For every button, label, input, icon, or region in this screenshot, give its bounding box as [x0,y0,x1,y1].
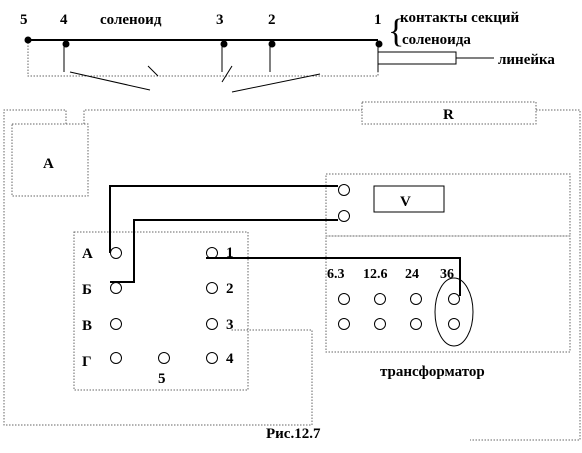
switch-terminal-1 [206,247,218,259]
switch-panel: А Б В Г 1 2 3 4 5 [73,231,249,391]
ammeter-box [11,123,89,197]
contact-1-dot [375,40,383,48]
support-line-right [231,73,321,93]
ruler-label: линейка [498,52,555,68]
voltmeter-display [373,185,445,213]
resistor: R [361,101,537,125]
transformer-terminal [410,293,422,305]
transformer: 6.3 12.6 24 36 трансформатор [325,235,571,380]
switch-label-3: 3 [226,317,234,333]
ruler-bar [377,51,457,65]
outer-circuit [3,109,581,441]
transformer-terminal [338,318,350,330]
transformer-terminal [410,318,422,330]
contact-5-dot [24,36,32,44]
switch-label-v: В [82,318,92,334]
voltmeter: V [325,173,571,237]
transformer-terminal [448,318,460,330]
transformer-terminal [374,318,386,330]
contact-number-2: 2 [268,12,276,28]
transformer-label: трансформатор [380,364,485,380]
ammeter-label: A [43,156,54,172]
wire-1-to-tap-36 [206,257,461,296]
figure-caption: Рис.12.7 [266,426,321,442]
switch-terminal-v [110,318,122,330]
switch-panel-box [73,231,249,391]
switch-terminal-2 [206,282,218,294]
transformer-tap-6-3: 6.3 [327,267,345,282]
support-tick-right [221,65,233,83]
switch-label-2: 2 [226,281,234,297]
contacts-note-line2: соленоида [402,32,471,48]
switch-terminal-b [110,282,122,294]
switch-label-g: Г [82,354,92,370]
selected-taps-ellipse [434,277,474,347]
ammeter: A [11,123,89,197]
ruler: линейка [377,51,555,68]
connection-wires [109,185,461,296]
resistor-box [361,101,537,125]
transformer-panel [325,235,571,353]
switch-terminal-g [110,352,122,364]
voltmeter-label: V [400,194,411,210]
wire-ammeter-to-resistor [83,109,362,124]
transformer-tap-12-6: 12.6 [363,267,388,282]
wire-b-to-voltmeter-bottom [110,219,338,283]
transformer-terminal [448,293,460,305]
contact-number-1: 1 [374,12,382,28]
switch-label-1: 1 [226,245,234,261]
wire-a-to-voltmeter-top [109,185,338,253]
contact-4-dot [62,40,70,48]
switch-terminal-5 [158,352,170,364]
switch-terminal-4 [206,352,218,364]
contact-number-5: 5 [20,12,28,28]
solenoid-body [27,39,379,77]
support-line-left [69,71,151,91]
wire-resistor-to-transformer [470,109,581,441]
wire-ammeter-to-contact3 [3,109,313,426]
solenoid-label: соленоид [100,12,162,28]
transformer-tap-24: 24 [405,267,419,282]
switch-label-4: 4 [226,351,234,367]
contact-number-3: 3 [216,12,224,28]
voltmeter-terminal-top [338,184,350,196]
voltmeter-panel [325,173,571,237]
switch-label-5: 5 [158,371,166,387]
transformer-terminal [374,293,386,305]
switch-terminal-a [110,247,122,259]
switch-label-b: Б [82,282,92,298]
resistor-label: R [443,107,454,123]
switch-terminal-3 [206,318,218,330]
contact-3-dot [220,40,228,48]
switch-label-a: А [82,246,93,262]
contact-2-dot [268,40,276,48]
contact-number-4: 4 [60,12,68,28]
contacts-brace: { [388,13,404,50]
transformer-terminal [338,293,350,305]
solenoid: 5 4 3 2 1 соленоид { контакты секций сол… [20,10,520,93]
voltmeter-terminal-bottom [338,210,350,222]
support-tick-left [147,65,159,77]
contacts-note-line1: контакты секций [400,10,520,26]
